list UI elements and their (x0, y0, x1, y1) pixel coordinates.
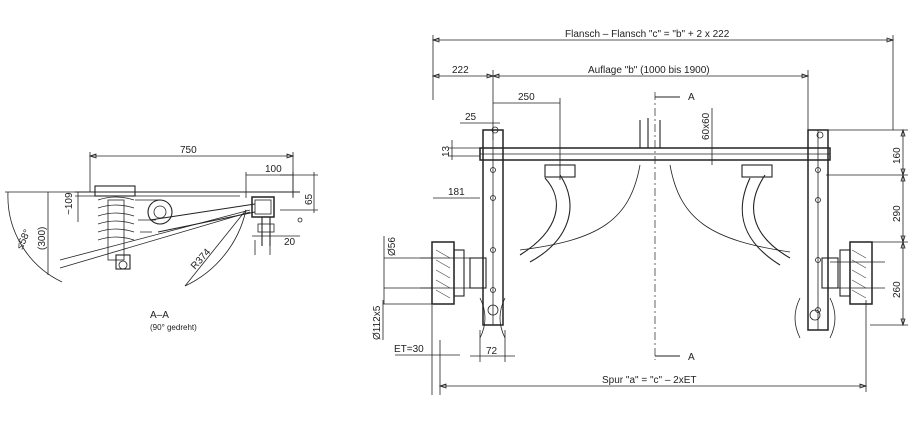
dim-58deg: ≤58° (15, 228, 34, 251)
section-subtitle: (90° gedreht) (150, 323, 197, 332)
dim-260: 260 (892, 281, 903, 298)
dim-109: ~109 (64, 192, 75, 215)
dim-R374: R374 (189, 247, 213, 272)
dim-20: 20 (284, 237, 296, 248)
dim-750: 750 (180, 145, 197, 156)
dim-spur: Spur "a" = "c" – 2xET (602, 375, 697, 386)
dim-222: 222 (452, 65, 469, 76)
dim-auflage: Auflage "b" (1000 bis 1900) (588, 65, 710, 76)
dim-13: 13 (441, 145, 452, 157)
dim-100: 100 (265, 164, 282, 175)
dim-290: 290 (892, 205, 903, 222)
dim-d56: Ø56 (387, 237, 398, 256)
section-view: 750 100 ~109 (300) ≤58° (5, 145, 318, 332)
left-hub (420, 241, 506, 339)
dim-72: 72 (486, 346, 498, 357)
dim-65: 65 (304, 193, 315, 205)
dim-300: (300) (37, 227, 48, 250)
section-mark-bottom: A (688, 352, 695, 363)
right-hub (794, 241, 885, 339)
section-mark-top: A (688, 92, 695, 103)
main-view: Flansch – Flansch "c" = "b" + 2 x 222 22… (372, 29, 908, 395)
spring-assembly (94, 185, 173, 270)
dim-d112: Ø112x5 (372, 305, 383, 340)
dim-181: 181 (448, 187, 465, 198)
dim-60x60: 60x60 (701, 112, 712, 140)
dim-160: 160 (892, 147, 903, 164)
dim-250: 250 (518, 92, 535, 103)
dim-et: ET=30 (394, 344, 424, 355)
dim-25: 25 (465, 112, 477, 123)
section-title: A–A (150, 310, 169, 321)
dim-flansch: Flansch – Flansch "c" = "b" + 2 x 222 (565, 29, 730, 40)
